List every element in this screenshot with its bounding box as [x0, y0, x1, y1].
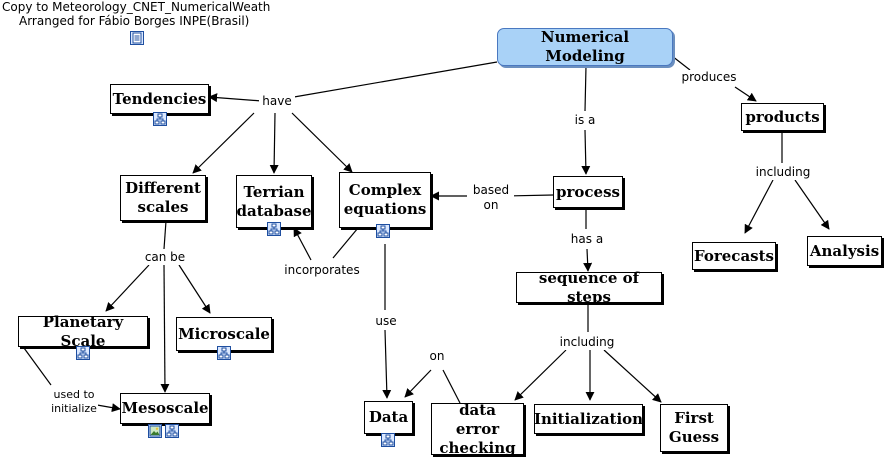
- link-based-on[interactable]: based on: [468, 183, 514, 213]
- concept-process[interactable]: process: [553, 176, 623, 208]
- concept-map-icon[interactable]: [267, 222, 281, 236]
- concept-map-icon[interactable]: [376, 224, 390, 238]
- concept-map-icon[interactable]: [76, 346, 90, 360]
- concept-forecasts[interactable]: Forecasts: [692, 242, 776, 270]
- concept-sequence-of-steps[interactable]: sequence of steps: [516, 269, 662, 306]
- concept-tendencies[interactable]: Tendencies: [110, 84, 209, 114]
- document-icon[interactable]: [130, 31, 144, 45]
- link-on[interactable]: on: [426, 349, 448, 364]
- concept-map-icon[interactable]: [165, 424, 179, 438]
- concept-terrian-database[interactable]: Terrian database: [236, 175, 312, 228]
- concept-mesoscale[interactable]: Mesoscale: [120, 393, 210, 424]
- concept-first-guess[interactable]: First Guess: [660, 404, 728, 452]
- image-icon[interactable]: [148, 424, 162, 438]
- concept-planetary-scale[interactable]: Planetary Scale: [18, 313, 148, 350]
- concept-complex-equations[interactable]: Complex equations: [339, 172, 431, 228]
- link-produces[interactable]: produces: [678, 70, 740, 85]
- map-title-line-2: Arranged for Fábio Borges INPE(Brasil): [19, 14, 250, 28]
- concept-initialization[interactable]: Initialization: [534, 404, 643, 434]
- concept-map-icon[interactable]: [217, 346, 231, 360]
- link-including-products[interactable]: including: [752, 165, 814, 180]
- concept-map-icon[interactable]: [153, 112, 167, 126]
- concept-numerical-modeling[interactable]: Numerical Modeling: [497, 28, 673, 66]
- map-title-line-1: Copy to Meteorology_CNET_NumericalWeath: [2, 0, 271, 14]
- link-use[interactable]: use: [371, 314, 401, 329]
- concept-map-icon[interactable]: [381, 433, 395, 447]
- link-incorporates[interactable]: incorporates: [280, 263, 364, 278]
- link-including-steps[interactable]: including: [556, 335, 618, 350]
- link-has-a[interactable]: has a: [565, 232, 609, 247]
- link-can-be[interactable]: can be: [139, 250, 191, 265]
- concept-data-error-checking[interactable]: data error checking: [431, 401, 524, 457]
- concept-data[interactable]: Data: [364, 401, 413, 434]
- concept-analysis[interactable]: Analysis: [807, 236, 882, 266]
- concept-different-scales[interactable]: Different scales: [120, 175, 206, 221]
- link-is-a[interactable]: is a: [570, 113, 600, 128]
- link-used-to-initialize[interactable]: used to initialize: [50, 388, 98, 416]
- link-have[interactable]: have: [259, 94, 295, 109]
- concept-products[interactable]: products: [741, 103, 824, 131]
